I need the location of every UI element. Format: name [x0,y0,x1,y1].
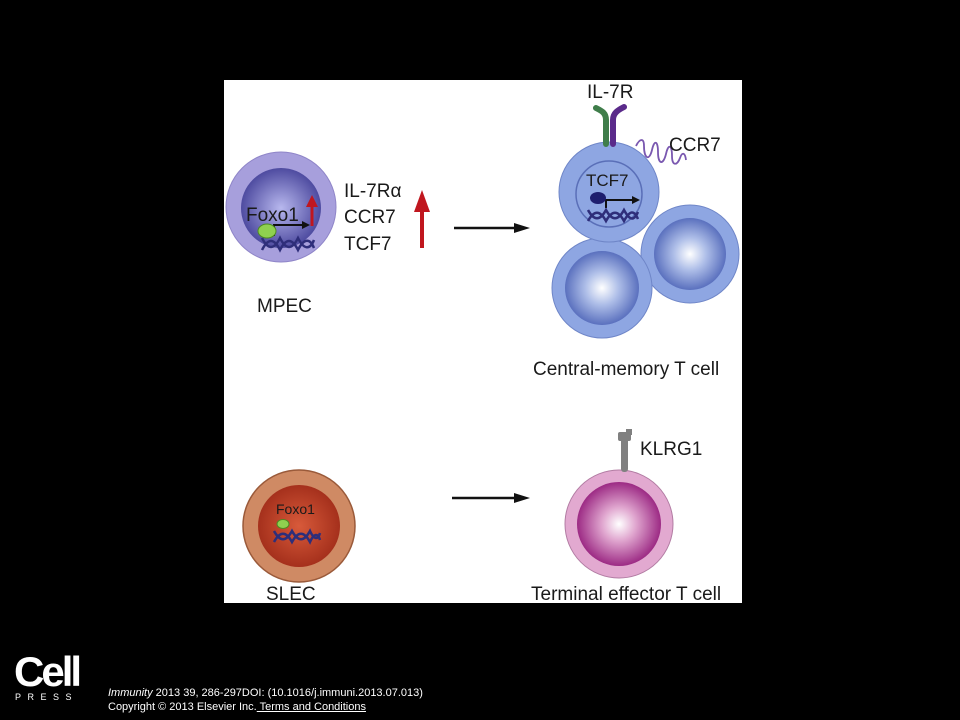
figure-panel: Foxo1 IL-7Rα CCR7 TCF7 MPEC TCF [224,80,742,603]
memory-cell-bottom-nucleus [565,251,639,325]
mpec-foxo1-bead [257,223,277,239]
memory-dna-icon [586,207,640,224]
terms-link[interactable]: Terms and Conditions [256,701,366,713]
klrg1-receptor-icon [618,429,632,472]
memory-cell-right-nucleus [654,218,726,290]
terminal-effector-label: Terminal effector T cell [531,584,721,603]
memory-tcf7-bead [590,192,606,204]
central-memory-label: Central-memory T cell [533,359,719,380]
mpec-upregulation-arrowhead [414,190,430,212]
slec-cell: Foxo1 SLEC [242,469,356,603]
slec-foxo1-bead [276,519,290,529]
citation-line: Immunity 2013 39, 286-297DOI: (10.1016/j… [108,686,423,700]
citation-details: 2013 39, 286-297DOI: (10.1016/j.immuni.2… [152,687,423,699]
il7r-receptor-icon [593,104,627,147]
slec-to-effector-arrowhead [514,493,530,503]
memory-promoter-arrowhead [632,196,640,204]
mpec-to-memory-arrowhead [514,223,530,233]
mpec-promoter-arrowhead [302,221,310,229]
slec-label: SLEC [266,584,316,603]
terminal-effector-cell: KLRG1 Terminal effector T cell [531,429,721,603]
cell-press-logo: Cell PRESS [14,648,82,704]
citation-block: Immunity 2013 39, 286-297DOI: (10.1016/j… [108,686,423,714]
copyright-line: Copyright © 2013 Elsevier Inc. Terms and… [108,700,423,714]
slec-nucleus-label: Foxo1 [276,501,315,517]
mpec-gene-tcf7: TCF7 [344,234,392,255]
journal-name: Immunity [108,687,153,699]
mpec-label: MPEC [257,296,312,317]
klrg1-label: KLRG1 [640,439,702,460]
effector-nucleus [577,482,661,566]
mpec-dna-icon [260,235,316,253]
mpec-nucleus-up-arrowhead [306,195,318,207]
memory-promoter-arrow [605,199,634,208]
memory-nucleus-label: TCF7 [586,171,629,190]
mpec-gene-ccr7: CCR7 [344,207,396,228]
mpec-nucleus-label: Foxo1 [246,205,299,226]
logo-word: Cell [14,648,82,695]
mpec-gene-il7ra: IL-7Rα [344,181,401,202]
mpec-cell: Foxo1 IL-7Rα CCR7 TCF7 MPEC [225,151,430,317]
copyright-text: Copyright © 2013 Elsevier Inc. [108,701,257,713]
il7r-label: IL-7R [587,82,633,103]
logo-press: PRESS [15,692,79,702]
ccr7-label: CCR7 [669,135,721,156]
central-memory-cluster: TCF7 IL-7R CCR7 Central-memory T cell [533,82,740,380]
slec-nucleus [258,485,340,567]
ccr7-receptor-icon [635,139,687,165]
slec-dna-icon [272,528,322,545]
